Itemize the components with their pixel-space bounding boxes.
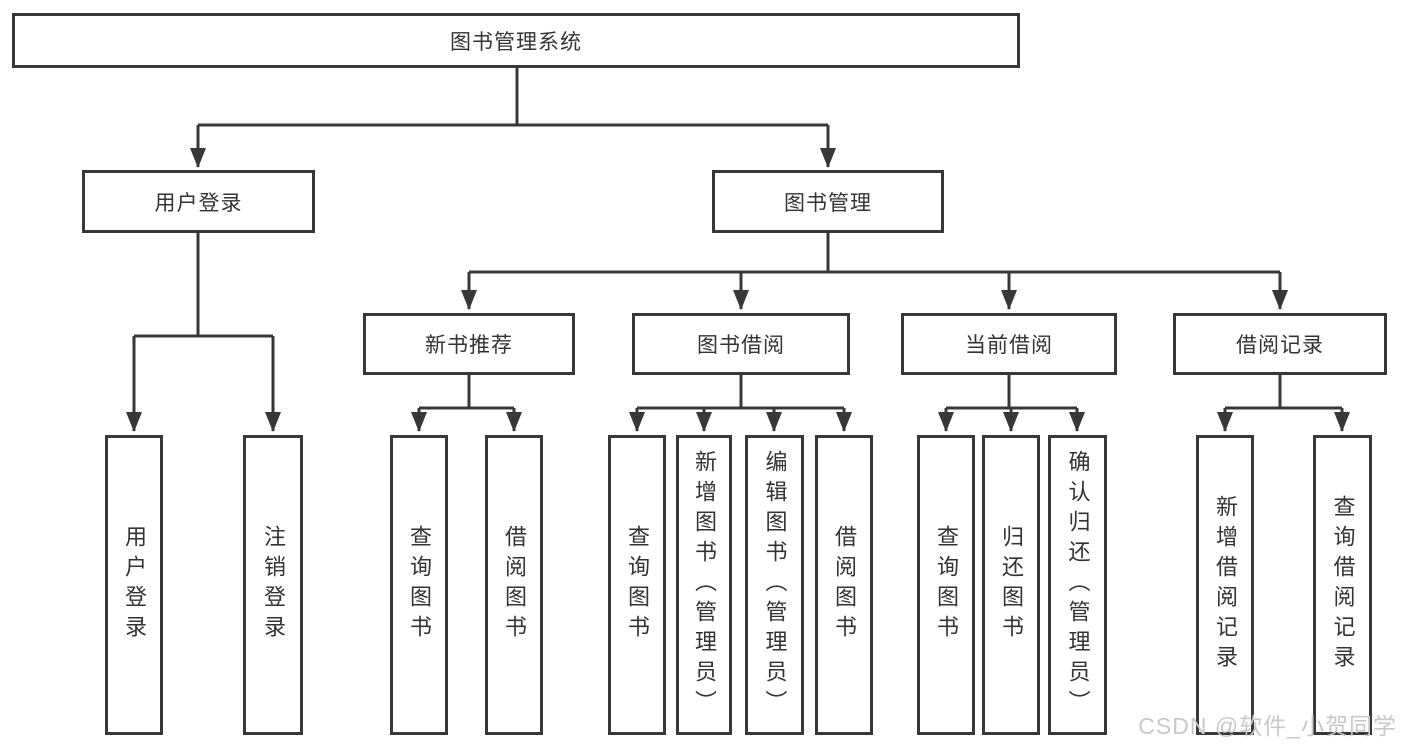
leaf-borrow-books-1-label: 借阅图书 <box>502 525 527 645</box>
leaf-add-borrow-record: 新增借阅记录 <box>1196 435 1254 735</box>
leaf-query-books-3-label: 查询图书 <box>934 525 959 645</box>
branch-book-management: 图书管理 <box>712 170 944 233</box>
leaf-query-books-2-label: 查询图书 <box>625 525 650 645</box>
leaf-borrow-books-2-label: 借阅图书 <box>832 525 857 645</box>
leaf-logout-label: 注销登录 <box>261 525 286 645</box>
leaf-add-borrow-record-label: 新增借阅记录 <box>1213 495 1238 675</box>
leaf-query-borrow-record-label: 查询借阅记录 <box>1330 495 1356 675</box>
group-book-borrow: 图书借阅 <box>632 313 850 375</box>
branch-user-login: 用户登录 <box>82 170 315 233</box>
group-new-book-recommend: 新书推荐 <box>363 313 575 375</box>
leaf-return-books-label: 归还图书 <box>999 525 1024 645</box>
leaf-confirm-return-admin: 确认归还（管理员） <box>1048 435 1107 735</box>
leaf-return-books: 归还图书 <box>982 435 1040 735</box>
leaf-user-login-label: 用户登录 <box>122 525 147 645</box>
leaf-edit-books-admin-label: 编辑图书（管理员） <box>762 450 788 720</box>
group-current-borrow: 当前借阅 <box>901 313 1117 375</box>
leaf-add-books-admin-label: 新增图书（管理员） <box>692 450 717 720</box>
leaf-query-books-3: 查询图书 <box>917 435 975 735</box>
leaf-query-books-2: 查询图书 <box>608 435 666 735</box>
group-borrow-records: 借阅记录 <box>1173 313 1387 375</box>
leaf-user-login: 用户登录 <box>105 435 163 735</box>
leaf-confirm-return-admin-label: 确认归还（管理员） <box>1065 450 1091 720</box>
leaf-query-borrow-record: 查询借阅记录 <box>1313 435 1372 735</box>
leaf-borrow-books-1: 借阅图书 <box>485 435 543 735</box>
leaf-edit-books-admin: 编辑图书（管理员） <box>745 435 804 735</box>
leaf-add-books-admin: 新增图书（管理员） <box>676 435 732 735</box>
leaf-query-books-1: 查询图书 <box>390 435 448 735</box>
leaf-query-books-1-label: 查询图书 <box>407 525 432 645</box>
csdn-watermark: CSDN @软件_小贺同学 <box>1138 713 1397 739</box>
leaf-logout: 注销登录 <box>243 435 303 735</box>
leaf-borrow-books-2: 借阅图书 <box>815 435 873 735</box>
root-node-library-management-system: 图书管理系统 <box>12 13 1020 68</box>
